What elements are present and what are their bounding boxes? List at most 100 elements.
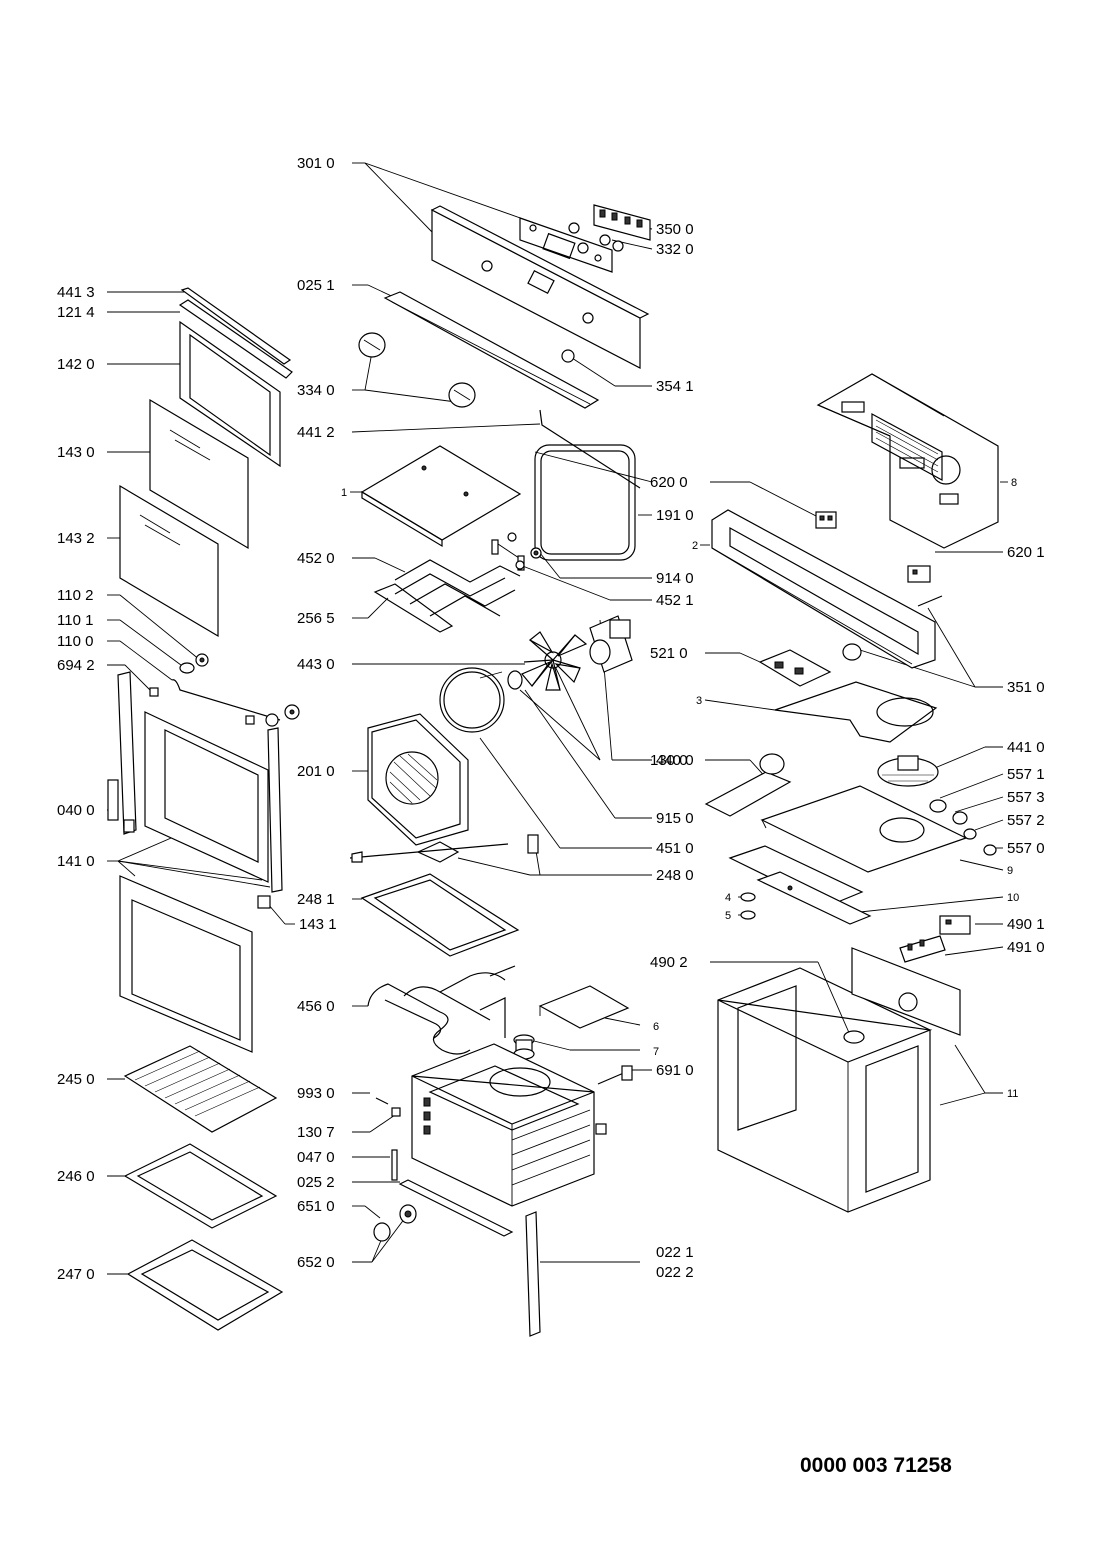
tangential-fan-part (877, 755, 939, 787)
fan-blade-part (521, 631, 588, 691)
label-557-2: 557 2 (1007, 812, 1045, 829)
door-seal-frame-part (119, 875, 253, 1053)
label-143-1: 143 1 (299, 916, 337, 933)
label-620-0: 620 0 (650, 474, 688, 491)
label-143-2: 143 2 (57, 530, 95, 547)
label-915-0: 915 0 (656, 810, 694, 827)
label-022-2: 022 2 (656, 1264, 694, 1281)
rotisserie-spit-part (349, 834, 539, 863)
control-rail-part (383, 291, 600, 409)
cooling-plate-part (760, 785, 968, 873)
grill-element-part (394, 539, 525, 617)
fan-motor-part (589, 615, 633, 673)
small-fixings-part (373, 1097, 417, 1242)
top-cover-part (816, 373, 999, 549)
label-452-0: 452 0 (297, 550, 335, 567)
fan-cover-part (367, 713, 469, 846)
label-441-2: 441 2 (297, 424, 335, 441)
door-hinge-parts (107, 779, 271, 909)
label-142-0: 142 0 (57, 356, 95, 373)
grill-fixings-part (507, 532, 542, 570)
label-248-1: 248 1 (297, 891, 335, 908)
drip-pan-part (126, 1239, 284, 1331)
label-691-0: 691 0 (656, 1062, 694, 1079)
label-143-0: 143 0 (57, 444, 95, 461)
label-10: 10 (1007, 892, 1019, 904)
switch-part (815, 511, 837, 529)
label-557-0: 557 0 (1007, 840, 1045, 857)
part-labels: 301 0 350 0 332 0 025 1 354 1 334 0 441 … (57, 155, 1045, 1283)
top-insulation-plate-part (360, 445, 522, 548)
label-521-0: 521 0 (650, 645, 688, 662)
control-knobs-part (358, 332, 476, 408)
label-557-1: 557 1 (1007, 766, 1045, 783)
label-256-5: 256 5 (297, 610, 335, 627)
label-993-0: 993 0 (297, 1085, 335, 1102)
grill-reflector-part (373, 583, 454, 633)
fan-motor-unit-part (704, 753, 792, 817)
label-130-0: 130 0 (650, 752, 688, 769)
label-3: 3 (696, 695, 702, 707)
label-047-0: 047 0 (297, 1149, 335, 1166)
baking-tray-part (123, 1143, 278, 1229)
label-130-7: 130 7 (297, 1124, 335, 1141)
leader-lines (107, 162, 1008, 1275)
label-7: 7 (653, 1046, 659, 1058)
label-651-0: 651 0 (297, 1198, 335, 1215)
label-8: 8 (1011, 477, 1017, 489)
label-245-0: 245 0 (57, 1071, 95, 1088)
label-557-3: 557 3 (1007, 789, 1045, 806)
inner-glass-2-part (119, 484, 219, 638)
knob-shafts-part (568, 222, 624, 254)
label-914-0: 914 0 (656, 570, 694, 587)
bottom-element-part (367, 965, 516, 1055)
label-110-2: 110 2 (57, 587, 93, 604)
label-025-1: 025 1 (297, 277, 335, 294)
gasket-strip-part (539, 409, 641, 489)
front-frame-part (711, 509, 936, 669)
heat-deflector-part (538, 985, 630, 1029)
door-top-trim-part (178, 287, 293, 379)
seal-rings-part (740, 892, 756, 920)
label-201-0: 201 0 (297, 763, 335, 780)
label-490-1: 490 1 (1007, 916, 1045, 933)
label-351-0: 351 0 (1007, 679, 1045, 696)
label-11: 11 (1007, 1088, 1018, 1100)
duct-pipe-part (513, 1034, 535, 1060)
label-121-4: 121 4 (57, 304, 95, 321)
door-switch-part (907, 565, 931, 583)
thermal-cutouts-part (929, 799, 997, 856)
electronic-board-part (758, 649, 832, 687)
bottom-trim-plate-part (756, 871, 872, 925)
label-441-0: 441 0 (1007, 739, 1045, 756)
label-2: 2 (692, 540, 698, 552)
label-451-0: 451 0 (656, 840, 694, 857)
label-441-3: 441 3 (57, 284, 95, 301)
rotisserie-frame-part (360, 873, 520, 957)
label-110-1: 110 1 (57, 612, 93, 629)
label-491-0: 491 0 (1007, 939, 1045, 956)
side-trim-part (525, 1211, 541, 1337)
label-191-0: 191 0 (656, 507, 694, 524)
thermostat-probe-part (597, 1065, 633, 1085)
label-040-0: 040 0 (57, 802, 95, 819)
label-443-0: 443 0 (297, 656, 335, 673)
label-247-0: 247 0 (57, 1266, 95, 1283)
oven-cavity-part (411, 1043, 607, 1207)
wire-shelf-part (123, 1045, 278, 1133)
fan-shroud-part (774, 681, 938, 743)
label-9: 9 (1007, 865, 1013, 877)
door-frame-part (117, 671, 283, 893)
door-hinge-washers-part (149, 653, 300, 727)
label-694-2: 694 2 (57, 657, 95, 674)
label-354-1: 354 1 (656, 378, 694, 395)
label-022-1: 022 1 (656, 1244, 694, 1261)
label-452-1: 452 1 (656, 592, 694, 609)
label-6: 6 (653, 1021, 659, 1033)
connector-part (939, 915, 971, 935)
inner-glass-1-part (149, 398, 249, 550)
control-panel-part (430, 205, 650, 369)
outer-casing-part (717, 947, 961, 1213)
label-440-0: 440 0 (656, 752, 694, 769)
